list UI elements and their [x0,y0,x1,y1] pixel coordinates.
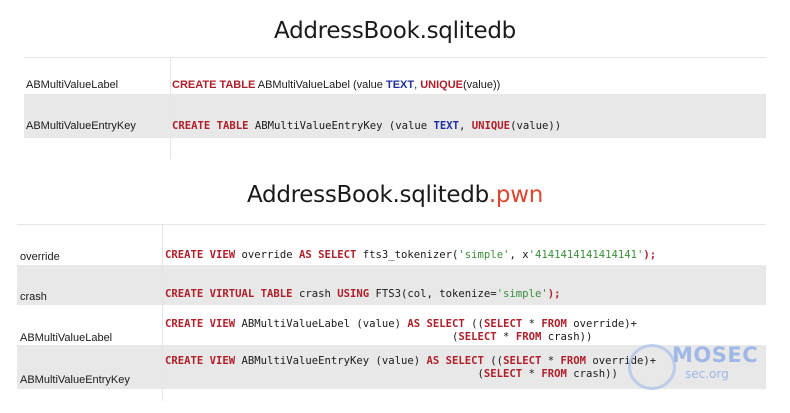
row-sql: CREATE TABLE ABMultiValueEntryKey (value… [172,120,561,132]
table-row: ABMultiValueLabel CREATE TABLE ABMultiVa… [24,58,766,94]
sql-keyword: SELECT [483,368,523,380]
sql-keyword: CREATE VIEW [165,318,236,330]
sql-keyword: ); [547,288,561,300]
row-label: override [20,251,60,263]
sql-text: crash)) [541,331,593,343]
sql-line: (SELECT * FROM crash)) [165,331,637,344]
sql-line: CREATE VIEW ABMultiValueEntryKey (value)… [165,355,656,368]
row-sql: CREATE VIEW ABMultiValueEntryKey (value)… [165,355,656,381]
sql-text: FTS3(col, tokenize= [369,288,497,300]
title-pwn-base: AddressBook.sqlitedb [247,182,489,208]
sql-keyword: SELECT [483,318,523,330]
table-row: crash CREATE VIRTUAL TABLE crash USING F… [17,265,766,305]
title-pwn-suffix: .pwn [488,182,543,208]
sql-keyword: CREATE VIRTUAL TABLE [165,288,293,300]
row-label: ABMultiValueLabel [20,332,113,344]
sql-keyword: AS SELECT [298,249,357,261]
sql-text: crash [292,288,338,300]
sql-keyword: FROM [541,368,567,380]
row-label: ABMultiValueLabel [26,79,119,91]
table-row: override CREATE VIEW override AS SELECT … [17,225,766,265]
row-sql: CREATE VIEW override AS SELECT fts3_toke… [165,249,656,261]
sql-keyword: SELECT [458,331,497,343]
sql-text: override [235,249,299,261]
sql-keyword: USING [337,288,370,300]
sql-text: * [496,331,516,343]
sql-text: ABMultiValueEntryKey (value) [235,355,427,367]
mosec-watermark: MOSEC sec.org [628,340,758,390]
column-divider [162,225,163,401]
sql-string: '4141414141414141' [528,249,644,261]
sql-line: CREATE VIRTUAL TABLE crash USING FTS3(co… [165,288,560,300]
row-sql: CREATE TABLE ABMultiValueLabel (value TE… [172,79,500,91]
sql-keyword: CREATE TABLE [172,79,256,91]
sql-keyword: CREATE TABLE [172,120,249,132]
sql-keyword: ); [643,249,657,261]
sql-text: (( [483,355,504,367]
title-original-text: AddressBook.sqlitedb [274,18,516,44]
sql-keyword: UNIQUE [471,120,511,132]
table-row: ABMultiValueEntryKey CREATE TABLE ABMult… [24,94,766,138]
sql-text: , [459,120,472,132]
schema-title-pwn: AddressBook.sqlitedb.pwn [0,182,790,208]
sql-text: override)+ [566,318,638,330]
sql-keyword: FROM [560,355,586,367]
sql-text: , x [509,249,529,261]
sql-keyword: SELECT [503,355,542,367]
watermark-small-text: sec.org [685,367,729,381]
watermark-big-text: MOSEC [672,343,759,367]
sql-type: TEXT [385,79,415,91]
sql-keyword: FROM [515,331,542,343]
sql-keyword: AS SELECT [407,318,465,330]
row-label: ABMultiValueEntryKey [26,120,136,132]
sql-line: CREATE VIEW override AS SELECT fts3_toke… [165,249,656,261]
sql-keyword: CREATE VIEW [165,249,236,261]
row-sql: CREATE VIRTUAL TABLE crash USING FTS3(co… [165,288,560,300]
column-divider [170,58,171,159]
sql-text: * [522,318,542,330]
table-row: ABMultiValueLabel CREATE VIEW ABMultiVal… [17,305,766,345]
sql-text: * [541,355,561,367]
sql-text: ABMultiValueEntryKey (value [248,120,434,132]
sql-text: crash)) [566,368,618,380]
sql-text: ( [165,331,459,343]
sql-text: (value)) [510,120,562,132]
sql-keyword: UNIQUE [420,79,463,91]
mosec-logo-icon [628,344,676,390]
row-label: crash [20,291,47,303]
sql-text: (( [464,318,484,330]
sql-text: * [522,368,542,380]
sql-text: (value)) [463,79,501,91]
original-schema-table: ABMultiValueLabel CREATE TABLE ABMultiVa… [24,57,766,159]
sql-string: 'simple' [496,288,548,300]
schema-title-original: AddressBook.sqlitedb [0,18,790,44]
sql-text: fts3_tokenizer( [356,249,459,261]
sql-line: CREATE VIEW ABMultiValueLabel (value) AS… [165,318,637,331]
sql-keyword: FROM [541,318,567,330]
sql-keyword: AS SELECT [426,355,484,367]
sql-text: ABMultiValueLabel (value [255,79,386,91]
sql-type: TEXT [433,120,460,132]
sql-line: (SELECT * FROM crash)) [165,368,656,381]
sql-string: 'simple' [458,249,510,261]
sql-text: ABMultiValueLabel (value) [235,318,408,330]
sql-text: , [414,79,421,91]
sql-text: ( [165,368,484,380]
sql-keyword: CREATE VIEW [165,355,236,367]
row-label: ABMultiValueEntryKey [20,374,130,386]
row-sql: CREATE VIEW ABMultiValueLabel (value) AS… [165,318,637,344]
